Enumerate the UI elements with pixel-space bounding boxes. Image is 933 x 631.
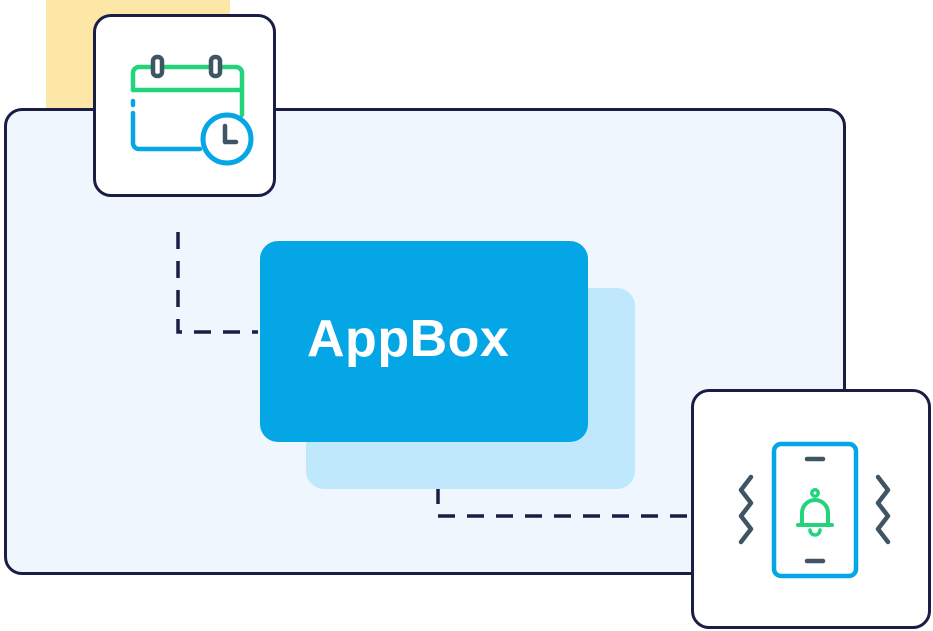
phone-node: [691, 389, 931, 629]
bell-icon: [796, 488, 834, 537]
calendar-clock-icon: [130, 54, 254, 166]
calendar-node: [93, 14, 276, 197]
vibration-left-icon: [738, 474, 754, 545]
phone-notification-icon: [738, 441, 891, 579]
appbox-node: AppBox: [260, 241, 588, 442]
appbox-label: AppBox: [307, 310, 510, 368]
vibration-right-icon: [875, 474, 891, 545]
